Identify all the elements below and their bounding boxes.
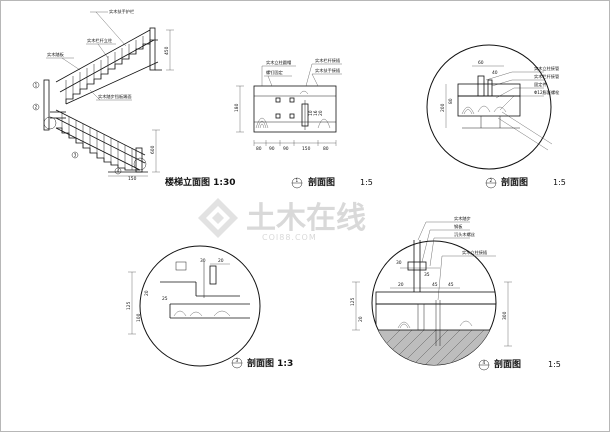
title-sec1-scale: 1:5	[360, 178, 373, 187]
dim-sec2-c: 200	[440, 103, 446, 112]
dim-sec3-a: 30	[200, 258, 206, 264]
elev-marker-1: 1	[35, 83, 38, 88]
title-sec3: 剖面图 1:3	[247, 357, 293, 369]
section-3: 30 20 25 125 100 20 3 剖面图 1:3	[126, 245, 293, 369]
sec2-note-4: Φ12膨胀螺栓	[534, 89, 560, 96]
dim-sec1-d: 150	[302, 146, 311, 152]
stair-elevation: 450 600 150 实木扶手护栏 实木栏杆立柱 实木踏板 实木踏步挡板踢面 …	[32, 8, 236, 188]
title-sec1: 剖面图	[308, 176, 335, 188]
dim-sec3-c: 25	[162, 296, 168, 302]
sec2-marker-num: 2	[490, 178, 493, 183]
dim-elev-2: 600	[150, 145, 156, 154]
dim-sec2-d: 80	[448, 98, 454, 104]
sec2-note-3: 固定件	[534, 81, 547, 88]
dim-sec4-d: 45	[432, 282, 438, 288]
dim-sec1-a: 80	[256, 146, 262, 152]
elev-note-3: 实木踏板	[47, 51, 65, 58]
sec2-note-2: 实木栏杆接管	[534, 73, 559, 80]
dim-sec4-c: 20	[398, 282, 404, 288]
elev-marker-4: 4	[117, 169, 120, 174]
section-1: 实木立柱圆帽 实木栏杆接插 实木扶手接插 螺钉固定 180 80 90 90 1…	[234, 57, 373, 189]
sec1-note-1: 实木立柱圆帽	[266, 59, 291, 66]
dim-sec4-g: 20	[358, 316, 364, 322]
title-sec4-scale: 1:5	[548, 360, 561, 369]
dim-sec3-b: 20	[218, 258, 224, 264]
dim-sec4-f: 125	[350, 297, 356, 306]
sec4-note-2: 钢板	[454, 223, 463, 230]
dim-sec3-e: 125	[126, 301, 132, 310]
dim-sec1-g: 10	[308, 110, 314, 116]
section-4: 实木踏步 钢板 沉头木螺丝 实木立柱接插 30 35 20 45 45 125 …	[350, 215, 561, 371]
dim-sec4-e: 45	[448, 282, 454, 288]
dim-sec4-h: 300	[502, 311, 508, 320]
title-sec2: 剖面图	[501, 176, 528, 188]
watermark-text-en: COI88.COM	[262, 233, 317, 242]
dim-sec2-a: 60	[478, 60, 484, 66]
sec4-note-4: 实木立柱接插	[462, 249, 487, 256]
sec3-marker-num: 3	[236, 358, 239, 363]
elev-marker-3: 3	[74, 153, 77, 158]
sec4-note-1: 实木踏步	[454, 215, 471, 222]
dim-sec1-i: 20	[318, 110, 324, 116]
watermark-text-cn: 土木在线	[246, 201, 366, 236]
dim-sec3-d: 100	[136, 313, 142, 322]
dim-elev-1: 450	[164, 46, 170, 55]
title-elevation: 楼梯立面图 1:30	[165, 176, 236, 188]
sec1-marker-num: 1	[296, 178, 299, 183]
elev-note-1: 实木扶手护栏	[109, 8, 134, 15]
sec1-note-2: 实木栏杆接插	[315, 57, 340, 64]
elev-note-2: 实木栏杆立柱	[87, 37, 113, 44]
sec4-note-3: 沉头木螺丝	[454, 231, 475, 238]
dim-sec2-b: 40	[492, 70, 498, 76]
dim-sec1-f: 180	[234, 103, 240, 112]
section-2: 实木立柱接管 实木栏杆接管 固定件 Φ12膨胀螺栓 60 40 200 80 2…	[426, 44, 566, 189]
dim-sec1-h: 16	[313, 110, 319, 116]
dim-elev-3: 150	[128, 176, 137, 182]
elev-marker-2: 2	[35, 105, 38, 110]
sec1-note-3: 实木扶手接插	[315, 67, 340, 74]
sec2-note-1: 实木立柱接管	[534, 65, 559, 72]
dim-sec1-e: 80	[323, 146, 329, 152]
dim-sec1-c: 90	[283, 146, 289, 152]
watermark: 土木在线 COI88.COM	[198, 198, 366, 242]
dim-sec4-b: 35	[424, 272, 430, 278]
sec4-marker-num: 4	[483, 360, 486, 365]
sec1-note-4: 螺钉固定	[266, 69, 283, 76]
dim-sec1-b: 90	[269, 146, 275, 152]
title-sec2-scale: 1:5	[553, 178, 566, 187]
dim-sec3-f: 20	[144, 290, 150, 296]
watermark-logo-icon	[198, 198, 238, 238]
elev-note-4: 实木踏步挡板踢面	[98, 93, 132, 100]
dim-sec4-a: 30	[396, 260, 402, 266]
title-sec4: 剖面图	[494, 358, 521, 370]
